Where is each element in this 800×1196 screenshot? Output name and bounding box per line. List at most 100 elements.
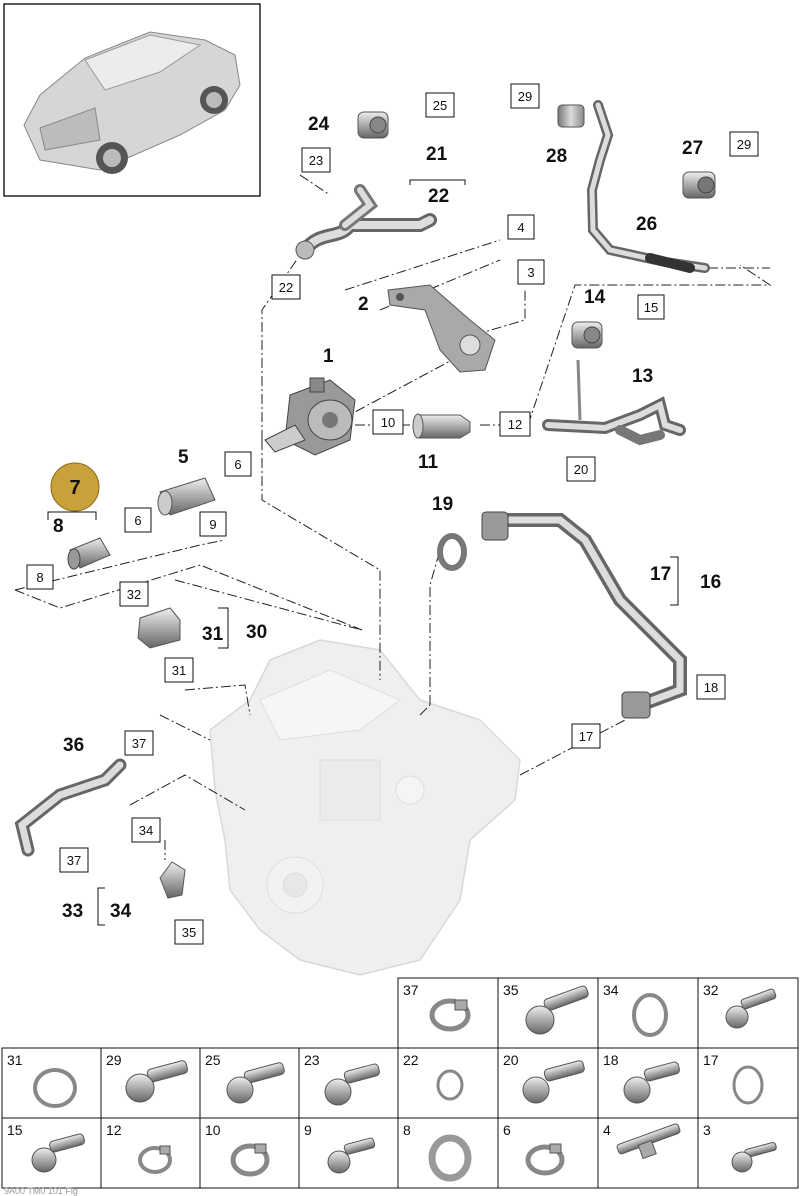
hose-clamp-icon — [230, 1143, 270, 1177]
footer-code: 9A00 TM0 101 Fig — [4, 1186, 78, 1196]
water-pump-1 — [264, 377, 356, 456]
svg-text:15: 15 — [644, 300, 658, 315]
callout-22: 22 — [428, 186, 449, 207]
callout-28: 28 — [546, 146, 567, 167]
svg-text:31: 31 — [172, 663, 186, 678]
callout-2: 2 — [358, 294, 369, 315]
bolt-icon — [31, 1133, 85, 1173]
cell-label: 20 — [503, 1052, 519, 1068]
callout-33: 33 — [62, 901, 83, 922]
callout-1: 1 — [323, 346, 334, 367]
boxed-ref-8[interactable]: 8 — [26, 564, 54, 590]
boxed-ref-31[interactable]: 31 — [164, 657, 194, 683]
bolt-icon — [324, 1063, 380, 1106]
callout-17: 17 — [650, 564, 671, 585]
svg-text:9: 9 — [209, 517, 216, 532]
pipe-13 — [542, 359, 686, 446]
svg-text:20: 20 — [574, 462, 588, 477]
cell-label: 15 — [7, 1122, 23, 1138]
svg-text:37: 37 — [67, 853, 81, 868]
o-ring-icon — [33, 1068, 77, 1108]
boxed-ref-6b[interactable]: 6 — [124, 507, 152, 533]
screw-icon — [725, 988, 777, 1029]
parts-row-3: 15 12 10 9 8 6 4 3 — [1, 1117, 799, 1189]
svg-text:35: 35 — [182, 925, 196, 940]
hose-clamp-icon — [429, 998, 471, 1032]
callout-26: 26 — [636, 214, 657, 235]
callout-brackets — [47, 179, 679, 926]
self-tapping-screw-icon — [731, 1142, 777, 1173]
svg-text:22: 22 — [279, 280, 293, 295]
svg-text:37: 37 — [132, 736, 146, 751]
boxed-ref-37b[interactable]: 37 — [59, 847, 89, 873]
svg-text:6: 6 — [134, 513, 141, 528]
boxed-ref-29b[interactable]: 29 — [729, 131, 759, 157]
cell-label: 6 — [503, 1122, 511, 1138]
boxed-ref-23[interactable]: 23 — [301, 147, 331, 173]
boxed-ref-17[interactable]: 17 — [571, 723, 601, 749]
boxed-ref-35[interactable]: 35 — [174, 919, 204, 945]
fitting-7 — [67, 537, 111, 570]
bolt-icon — [623, 1061, 680, 1104]
svg-text:29: 29 — [737, 137, 751, 152]
boxed-ref-25[interactable]: 25 — [425, 92, 455, 118]
svg-text:34: 34 — [139, 823, 153, 838]
parts-row-1: 37 35 34 32 — [397, 977, 799, 1049]
boxed-ref-22[interactable]: 22 — [271, 274, 301, 300]
engine-silhouette — [209, 639, 521, 976]
stud-icon — [616, 1123, 681, 1160]
cell-label: 31 — [7, 1052, 23, 1068]
o-ring-icon — [436, 1069, 464, 1101]
callout-21: 21 — [426, 144, 448, 165]
clip-24 — [357, 111, 389, 139]
parts-row-2: 31 29 25 23 22 20 18 17 — [1, 1047, 799, 1119]
o-ring-icon — [732, 1065, 764, 1105]
svg-text:4: 4 — [517, 220, 524, 235]
boxed-ref-3[interactable]: 3 — [517, 259, 545, 285]
boxed-refs: 3 4 6 6 8 9 10 12 15 17 18 20 22 23 25 2… — [26, 83, 759, 945]
svg-text:23: 23 — [309, 153, 323, 168]
pipe-16 — [481, 511, 687, 719]
boxed-ref-4[interactable]: 4 — [507, 214, 535, 240]
seal-ring-icon — [428, 1134, 472, 1182]
callout-34: 34 — [110, 901, 132, 922]
o-ring-icon — [632, 993, 668, 1037]
svg-text:10: 10 — [381, 415, 395, 430]
svg-text:25: 25 — [433, 98, 447, 113]
svg-text:32: 32 — [127, 587, 141, 602]
boxed-ref-18[interactable]: 18 — [696, 674, 726, 700]
ring-28 — [557, 104, 585, 128]
plug-30 — [137, 607, 181, 649]
boxed-ref-20[interactable]: 20 — [566, 456, 596, 482]
boxed-ref-32[interactable]: 32 — [119, 581, 149, 607]
boxed-ref-10[interactable]: 10 — [372, 409, 404, 435]
hose-clamp-icon — [138, 1145, 172, 1174]
seal-19 — [437, 533, 467, 571]
vehicle-thumbnail — [3, 3, 261, 197]
boxed-ref-12[interactable]: 12 — [499, 411, 531, 437]
boxed-ref-9[interactable]: 9 — [199, 511, 227, 537]
svg-text:3: 3 — [527, 265, 534, 280]
boxed-ref-29a[interactable]: 29 — [510, 83, 540, 109]
clip-27 — [682, 171, 716, 199]
fitting-33 — [159, 861, 186, 899]
boxed-ref-34[interactable]: 34 — [131, 817, 161, 843]
callout-11: 11 — [418, 452, 439, 473]
boxed-ref-37a[interactable]: 37 — [124, 730, 154, 756]
callout-14: 14 — [584, 287, 606, 308]
highlighted-part-badge[interactable]: 7 — [50, 462, 100, 512]
cell-label: 10 — [205, 1122, 221, 1138]
sleeve-5 — [157, 477, 216, 516]
boxed-ref-15[interactable]: 15 — [637, 294, 665, 320]
bolt-icon — [327, 1137, 376, 1174]
boxed-ref-6a[interactable]: 6 — [224, 451, 252, 477]
cell-label: 18 — [603, 1052, 619, 1068]
callout-30: 30 — [246, 622, 267, 643]
svg-text:8: 8 — [36, 570, 43, 585]
bolt-icon — [226, 1062, 285, 1104]
clip-14 — [571, 321, 603, 349]
bracket-2 — [387, 284, 496, 373]
callout-27: 27 — [682, 138, 703, 159]
cell-label: 32 — [703, 982, 719, 998]
